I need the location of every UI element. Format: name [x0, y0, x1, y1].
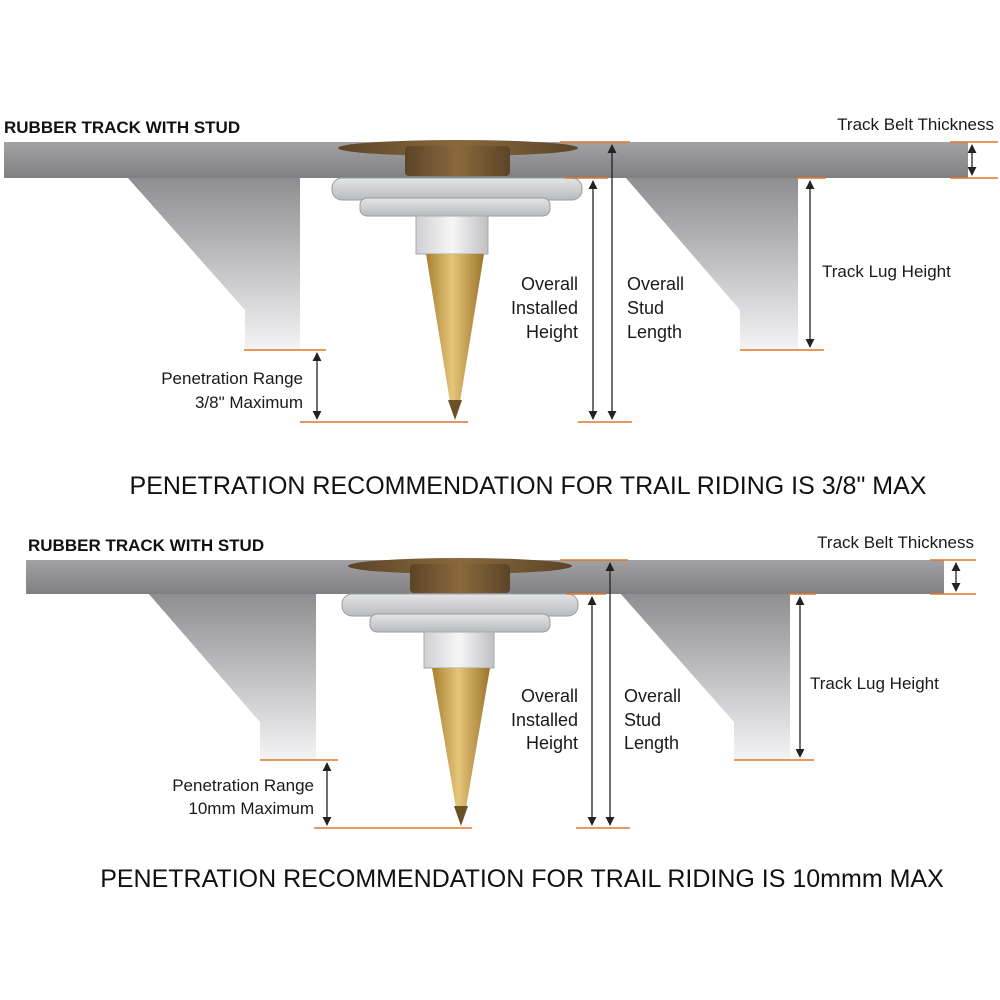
hex-nut — [415, 215, 489, 255]
carbide-tip — [454, 806, 468, 826]
lug-height-label: Track Lug Height — [810, 674, 939, 693]
penetration-label-line2: 3/8" Maximum — [195, 393, 303, 412]
large-washer — [341, 593, 579, 617]
panel-title: RUBBER TRACK WITH STUD — [28, 536, 264, 555]
left-lug — [148, 593, 316, 760]
dimension-arrows — [322, 562, 961, 826]
stud — [341, 558, 579, 826]
dimension-ticks — [244, 141, 998, 423]
installed-height-label-line1: Overall — [521, 686, 578, 706]
stud-length-label-line1: Overall — [627, 274, 684, 294]
caption: PENETRATION RECOMMENDATION FOR TRAIL RID… — [100, 865, 944, 893]
installed-height-label-line2: Installed — [511, 298, 578, 318]
hex-nut — [423, 631, 495, 669]
caption: PENETRATION RECOMMENDATION FOR TRAIL RID… — [130, 472, 927, 500]
installed-height-label-line1: Overall — [521, 274, 578, 294]
lug-height-label: Track Lug Height — [822, 262, 951, 281]
right-lug — [626, 178, 798, 350]
installed-height-label-line3: Height — [526, 322, 578, 342]
brass-shank — [426, 254, 484, 402]
penetration-label-line1: Penetration Range — [161, 369, 303, 388]
dimension-arrows — [312, 144, 977, 420]
left-lug — [128, 178, 300, 350]
stud-length-label-line3: Length — [624, 733, 679, 753]
belt-thickness-label: Track Belt Thickness — [817, 533, 974, 552]
penetration-label-line1: Penetration Range — [172, 776, 314, 795]
panel-title: RUBBER TRACK WITH STUD — [4, 118, 240, 137]
installed-height-label-line2: Installed — [511, 710, 578, 730]
brass-shank — [432, 668, 490, 808]
dimension-ticks — [260, 559, 976, 829]
penetration-label-line2: 10mm Maximum — [188, 799, 314, 818]
belt-thickness-label: Track Belt Thickness — [837, 115, 994, 134]
small-washer — [369, 613, 551, 633]
stud — [331, 140, 583, 420]
carbide-tip — [448, 400, 462, 420]
panel-bottom: RUBBER TRACK WITH STUD Track Belt Thickn… — [26, 533, 976, 893]
right-lug — [620, 593, 790, 760]
stud-length-label-line1: Overall — [624, 686, 681, 706]
stud-length-label-line2: Stud — [627, 298, 664, 318]
small-washer — [359, 197, 551, 217]
installed-height-label-line3: Height — [526, 733, 578, 753]
large-washer — [331, 177, 583, 201]
stud-length-label-line2: Stud — [624, 710, 661, 730]
panel-top: RUBBER TRACK WITH STUD Track Belt Thickn… — [4, 115, 998, 500]
stud-length-label-line3: Length — [627, 322, 682, 342]
